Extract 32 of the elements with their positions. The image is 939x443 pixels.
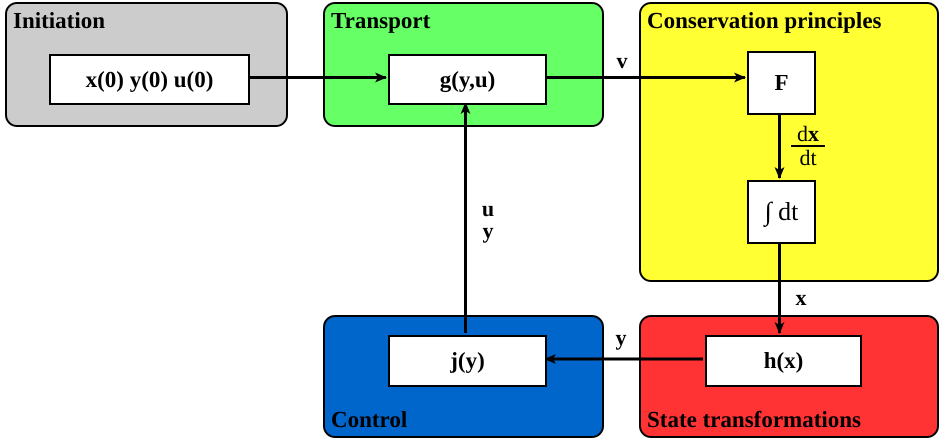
arrow [248,72,387,82]
arrow [545,72,746,82]
panel-title: State transformations [647,408,861,431]
edge-label: v [616,50,628,72]
panel-title: Conservation principles [647,9,882,32]
stage-panel [323,2,604,127]
function-label: F [774,70,789,96]
edge-label: u y [481,198,495,242]
stage-panel [323,315,604,438]
panel-title: Initiation [13,9,106,32]
integral-label: ∫ dt [764,197,798,227]
function-box [705,335,862,387]
panel-title: Transport [331,9,430,32]
function-box [747,51,816,115]
arrow [544,354,703,364]
arrow [774,242,784,334]
edge-label: y [616,327,626,349]
integral-box [747,180,816,244]
stage-panel [5,2,288,127]
stage-panel [639,2,939,282]
function-label: j(y) [450,348,485,374]
function-box [388,54,547,105]
stage-panel [639,315,939,438]
arrow [774,113,784,179]
function-label: x(0) y(0) u(0) [86,66,214,92]
function-label: h(x) [764,348,804,374]
function-box [388,335,547,387]
function-box [49,54,250,105]
panel-title: Control [331,408,408,431]
arrow [460,102,470,333]
edge-label: x [796,287,806,309]
function-label: g(y,u) [440,66,496,92]
